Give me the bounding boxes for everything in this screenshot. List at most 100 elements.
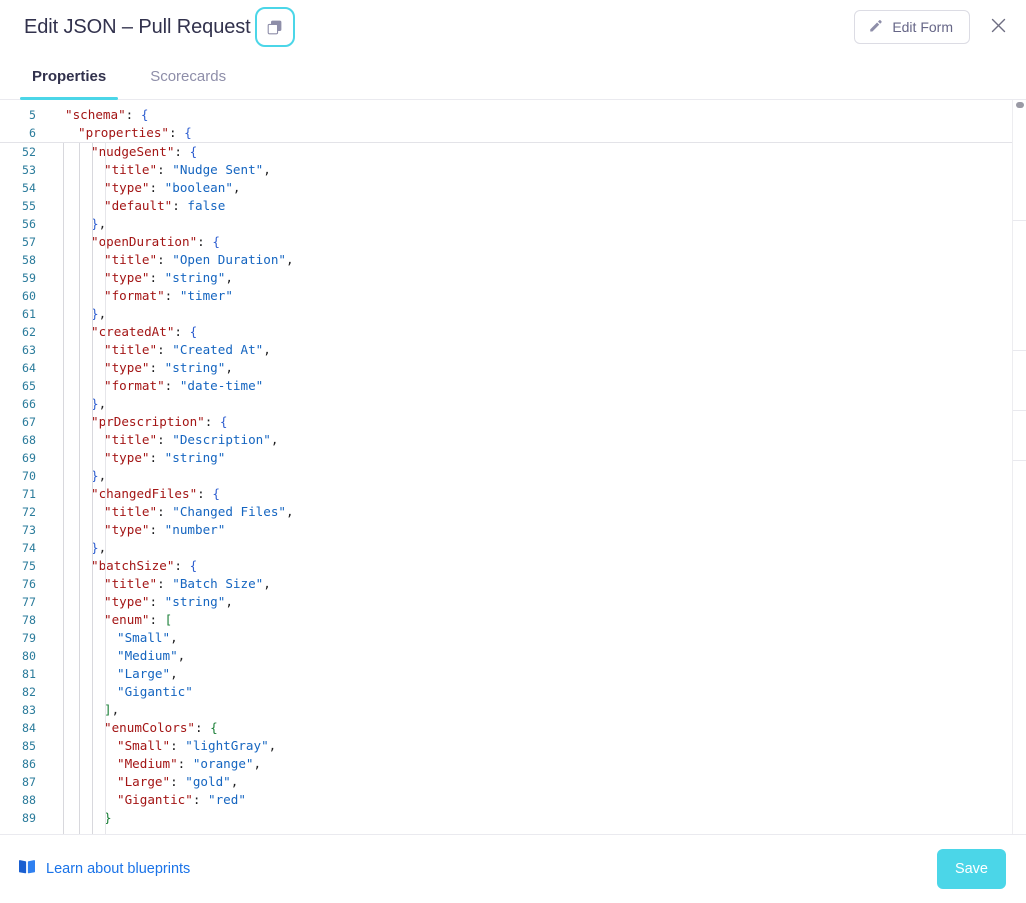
line-number: 80 xyxy=(0,647,44,665)
code-line[interactable]: 77"type": "string", xyxy=(0,593,1026,611)
code-line[interactable]: 54"type": "boolean", xyxy=(0,179,1026,197)
code-line[interactable]: 81"Large", xyxy=(0,665,1026,683)
code-line[interactable]: 74}, xyxy=(0,539,1026,557)
json-code-editor[interactable]: 5 "schema": {6"properties": { 52"nudgeSen… xyxy=(0,100,1026,835)
code-line[interactable]: 59"type": "string", xyxy=(0,269,1026,287)
code-token: "boolean" xyxy=(165,180,233,195)
code-line[interactable]: 58"title": "Open Duration", xyxy=(0,251,1026,269)
edit-form-label: Edit Form xyxy=(892,19,953,35)
code-area[interactable]: 5 "schema": {6"properties": { 52"nudgeSen… xyxy=(0,100,1026,834)
code-line-text: "Gigantic" xyxy=(44,683,1026,701)
code-line[interactable]: 60"format": "timer" xyxy=(0,287,1026,305)
code-line-text: "title": "Description", xyxy=(44,431,1026,449)
code-line[interactable]: 78"enum": [ xyxy=(0,611,1026,629)
code-token: "type" xyxy=(104,522,150,537)
code-token: "Description" xyxy=(172,432,271,447)
code-token: , xyxy=(99,468,107,483)
code-token: "Small" xyxy=(117,630,170,645)
code-line[interactable]: 83], xyxy=(0,701,1026,719)
scrollbar-thumb[interactable] xyxy=(1016,102,1024,108)
code-token: "type" xyxy=(104,450,150,465)
code-line[interactable]: 76"title": "Batch Size", xyxy=(0,575,1026,593)
code-line[interactable]: 68"title": "Description", xyxy=(0,431,1026,449)
code-line[interactable]: 88"Gigantic": "red" xyxy=(0,791,1026,809)
code-line[interactable]: 6"properties": { xyxy=(0,124,1026,142)
code-line[interactable]: 89} xyxy=(0,809,1026,827)
line-number: 52 xyxy=(0,143,44,161)
line-number: 83 xyxy=(0,701,44,719)
code-token: "title" xyxy=(104,342,157,357)
line-number: 67 xyxy=(0,413,44,431)
code-line[interactable]: 63"title": "Created At", xyxy=(0,341,1026,359)
code-line[interactable]: 79"Small", xyxy=(0,629,1026,647)
line-number: 5 xyxy=(0,106,44,124)
code-token: { xyxy=(210,720,218,735)
code-token: : xyxy=(178,756,193,771)
code-line[interactable]: 70}, xyxy=(0,467,1026,485)
code-token: : xyxy=(195,720,210,735)
line-number: 6 xyxy=(0,124,44,142)
code-line[interactable]: 86"Medium": "orange", xyxy=(0,755,1026,773)
code-line[interactable]: 67"prDescription": { xyxy=(0,413,1026,431)
save-button[interactable]: Save xyxy=(937,849,1006,889)
learn-about-blueprints-link[interactable]: Learn about blueprints xyxy=(18,859,190,879)
code-line[interactable]: 85"Small": "lightGray", xyxy=(0,737,1026,755)
tab-properties[interactable]: Properties xyxy=(10,54,128,99)
code-line-text: "Small", xyxy=(44,629,1026,647)
code-line[interactable]: 62"createdAt": { xyxy=(0,323,1026,341)
line-number: 89 xyxy=(0,809,44,827)
line-number: 73 xyxy=(0,521,44,539)
code-token: "prDescription" xyxy=(91,414,205,429)
code-token: "format" xyxy=(104,288,165,303)
code-token: "Changed Files" xyxy=(172,504,286,519)
code-line[interactable]: 75"batchSize": { xyxy=(0,557,1026,575)
code-line[interactable]: 56}, xyxy=(0,215,1026,233)
code-token: "title" xyxy=(104,504,157,519)
code-token: : xyxy=(157,252,172,267)
code-line[interactable]: 87"Large": "gold", xyxy=(0,773,1026,791)
code-token: : xyxy=(157,162,172,177)
code-line[interactable]: 69"type": "string" xyxy=(0,449,1026,467)
code-token: : xyxy=(150,594,165,609)
code-token: , xyxy=(225,360,233,375)
close-button[interactable] xyxy=(984,13,1012,41)
line-number: 60 xyxy=(0,287,44,305)
code-token: , xyxy=(225,270,233,285)
code-line-text: }, xyxy=(44,305,1026,323)
code-line-text: "title": "Batch Size", xyxy=(44,575,1026,593)
tab-scorecards[interactable]: Scorecards xyxy=(128,54,248,99)
code-line[interactable]: 80"Medium", xyxy=(0,647,1026,665)
code-token: { xyxy=(190,144,198,159)
code-line[interactable]: 64"type": "string", xyxy=(0,359,1026,377)
code-token: } xyxy=(91,306,99,321)
code-line[interactable]: 65"format": "date-time" xyxy=(0,377,1026,395)
code-line[interactable]: 73"type": "number" xyxy=(0,521,1026,539)
code-token: "schema" xyxy=(65,107,126,122)
code-line[interactable]: 66}, xyxy=(0,395,1026,413)
code-line[interactable]: 55"default": false xyxy=(0,197,1026,215)
code-line[interactable]: 82"Gigantic" xyxy=(0,683,1026,701)
code-token: , xyxy=(225,594,233,609)
code-line-text: "title": "Nudge Sent", xyxy=(44,161,1026,179)
code-line[interactable]: 61}, xyxy=(0,305,1026,323)
code-line[interactable]: 5"schema": { xyxy=(0,106,1026,124)
code-token: : xyxy=(205,414,220,429)
code-line-text: "format": "timer" xyxy=(44,287,1026,305)
code-line[interactable]: 53"title": "Nudge Sent", xyxy=(0,161,1026,179)
code-lines[interactable]: 52"nudgeSent": {53"title": "Nudge Sent",… xyxy=(0,143,1026,834)
copy-icon-button[interactable] xyxy=(255,7,295,47)
code-line-text: "Medium", xyxy=(44,647,1026,665)
code-line[interactable]: 72"title": "Changed Files", xyxy=(0,503,1026,521)
code-token: { xyxy=(190,324,198,339)
code-token: "title" xyxy=(104,162,157,177)
code-token: : xyxy=(193,792,208,807)
code-line[interactable]: 71"changedFiles": { xyxy=(0,485,1026,503)
edit-form-button[interactable]: Edit Form xyxy=(854,10,970,44)
code-line[interactable]: 57"openDuration": { xyxy=(0,233,1026,251)
code-line[interactable]: 84"enumColors": { xyxy=(0,719,1026,737)
code-token: } xyxy=(104,810,112,825)
line-number: 78 xyxy=(0,611,44,629)
editor-vertical-scrollbar[interactable] xyxy=(1012,100,1026,834)
code-line[interactable]: 52"nudgeSent": { xyxy=(0,143,1026,161)
code-token: : xyxy=(172,198,187,213)
